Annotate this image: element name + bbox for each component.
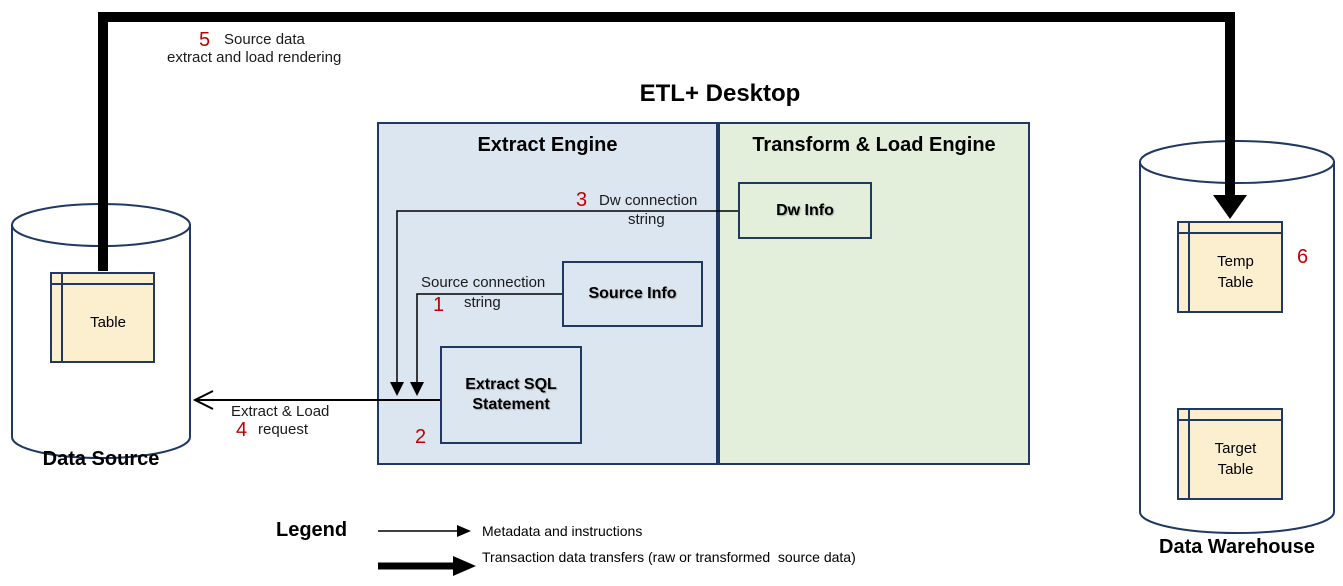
table-header-line	[52, 283, 153, 285]
table-column-line	[1188, 223, 1190, 311]
dw-info-node: Dw Info	[738, 182, 872, 239]
table-header-line	[1179, 419, 1281, 421]
temp-table-label-line1: Temp	[1217, 253, 1254, 271]
extract-sql-statement-node: Extract SQL Statement	[440, 346, 582, 444]
step-3-number: 3	[576, 189, 588, 211]
dw-connection-arrow	[390, 210, 738, 396]
transform-load-engine-panel	[718, 122, 1030, 465]
legend-transaction-label: Transaction data transfers (raw or trans…	[482, 549, 856, 565]
data-warehouse-label: Data Warehouse	[1159, 536, 1315, 558]
target-table-label-line1: Target	[1214, 440, 1257, 458]
extract-load-request-arrow	[192, 390, 440, 410]
arrowhead-down-icon	[410, 382, 424, 396]
source-info-label: Source Info	[588, 285, 677, 302]
arrowhead-left-icon	[192, 390, 214, 410]
table-column-line	[61, 274, 63, 361]
transaction-flow-arrow	[98, 12, 1247, 271]
step-3-label-line2: string	[628, 211, 665, 228]
extract-sql-label-line2: Statement	[472, 396, 550, 413]
dw-info-label: Dw Info	[776, 201, 834, 219]
step-5-label-line2: extract and load rendering	[167, 49, 342, 66]
source-table-label: Table	[90, 313, 126, 331]
legend-title: Legend	[276, 519, 348, 541]
step-2-number: 2	[415, 426, 427, 448]
temp-table-label-line2: Table	[1217, 273, 1254, 291]
step-4-label-line1: Extract & Load	[231, 403, 330, 420]
step-6-number: 6	[1297, 246, 1309, 268]
data-source-label: Data Source	[42, 448, 160, 470]
step-1-label-line2: string	[464, 294, 501, 311]
step-3-label-line1: Dw connection	[599, 192, 698, 209]
table-header-line	[1179, 232, 1281, 234]
step-4-label-line2: request	[258, 421, 309, 438]
legend-transaction-arrow-icon	[378, 556, 476, 576]
page-title: ETL+ Desktop	[639, 80, 801, 107]
step-1-label-line1: Source connection	[421, 274, 546, 291]
step-5-number: 5	[199, 29, 211, 51]
source-info-node: Source Info	[562, 261, 703, 327]
arrowhead-down-icon	[1213, 195, 1247, 219]
target-table-icon: Target Table	[1177, 408, 1283, 500]
transform-load-engine-title: Transform & Load Engine	[752, 134, 996, 156]
source-connection-arrow	[410, 293, 562, 396]
step-1-number: 1	[433, 294, 445, 316]
extract-sql-label-line1: Extract SQL	[465, 376, 557, 393]
temp-table-icon: Temp Table	[1177, 221, 1283, 313]
legend-metadata-arrow-icon	[378, 525, 471, 537]
extract-engine-title: Extract Engine	[477, 134, 618, 156]
table-column-line	[1188, 410, 1190, 498]
legend-metadata-label: Metadata and instructions	[482, 523, 643, 539]
arrowhead-down-icon	[390, 382, 404, 396]
step-4-number: 4	[236, 419, 248, 441]
target-table-label-line2: Table	[1217, 460, 1254, 478]
step-5-label-line1: Source data	[224, 31, 305, 48]
source-table-icon: Table	[50, 272, 155, 363]
